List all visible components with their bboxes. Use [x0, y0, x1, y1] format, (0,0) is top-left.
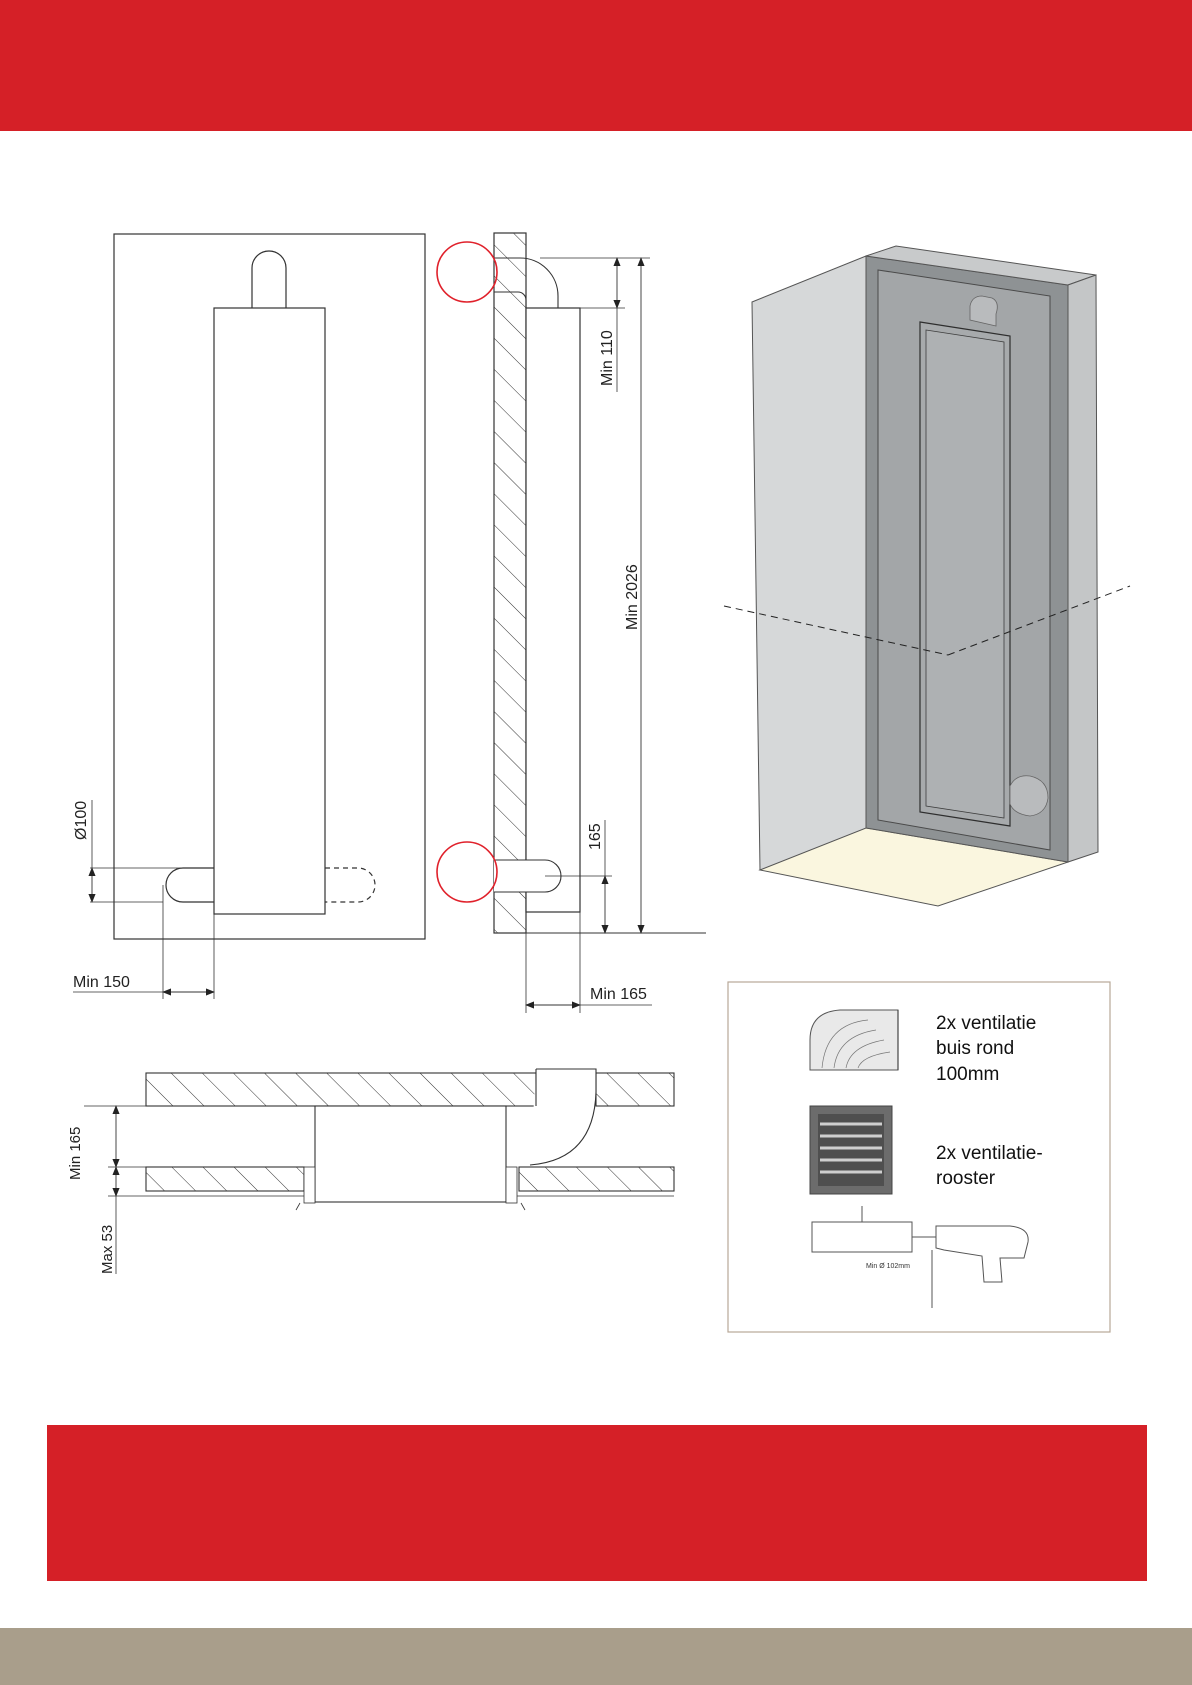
- isometric-view: [724, 246, 1130, 906]
- highlight-circle-bottom: [437, 842, 497, 902]
- side-wall-hatched: [494, 233, 526, 933]
- ventilation-grille-icon: [810, 1106, 892, 1194]
- duct-text-line2: buis rond: [936, 1038, 1014, 1059]
- depth-label: Min 165: [590, 986, 647, 1003]
- cabinet-side: [526, 308, 580, 912]
- grille-text-line2: rooster: [936, 1168, 996, 1189]
- top-clearance-label: Min 110: [599, 330, 616, 386]
- section-view: [84, 1069, 674, 1274]
- grille-text-line1: 2x ventilatie-: [936, 1143, 1043, 1164]
- height-label: Min 2026: [624, 564, 641, 630]
- drill-size-label: Min Ø 102mm: [866, 1263, 910, 1270]
- cabinet-front: [214, 308, 325, 914]
- legend-box: Min Ø 102mm 2x ventilatie buis rond 100m…: [728, 982, 1110, 1332]
- duct-text-line3: 100mm: [936, 1064, 999, 1085]
- front-view: [73, 234, 425, 999]
- diameter-label: Ø100: [73, 801, 90, 840]
- bottom-pipe-left: [166, 868, 214, 902]
- min-offset-label: Min 150: [73, 974, 130, 991]
- panel-thickness-label: Max 53: [99, 1225, 116, 1274]
- duct-text-line1: 2x ventilatie: [936, 1013, 1036, 1034]
- highlight-circle-top: [437, 242, 497, 302]
- section-depth-label: Min 165: [67, 1127, 84, 1180]
- top-pipe-front: [252, 251, 286, 308]
- elbow-duct-icon: [810, 1010, 898, 1070]
- bottom-offset-label: 165: [587, 823, 604, 850]
- bottom-pipe-right-dashed: [325, 868, 375, 902]
